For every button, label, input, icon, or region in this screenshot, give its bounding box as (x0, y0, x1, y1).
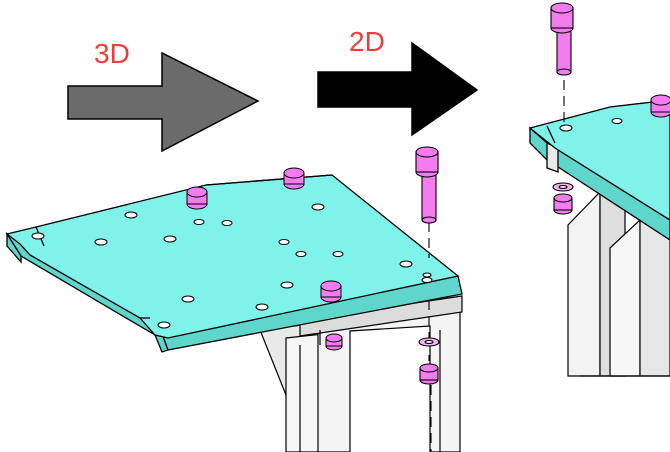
support-column-3d (259, 295, 463, 452)
bolt-head-icon (650, 94, 670, 118)
bolt-head-icon (320, 280, 342, 303)
plate-bolt-heads-2d (650, 94, 670, 118)
label-3d: 3D (94, 38, 130, 69)
bolt-head-icon (283, 167, 305, 190)
plate-bolt-heads-3d (186, 167, 343, 351)
exploded-bolt-3d (415, 146, 440, 452)
bolt-head-icon (186, 186, 208, 210)
label-2d: 2D (349, 26, 385, 57)
exploded-bolt-2d (550, 2, 574, 215)
arrow-3d-icon (67, 51, 260, 153)
nut-icon (325, 333, 343, 351)
support-column-2d (567, 190, 670, 377)
arrow-2d-icon (317, 41, 479, 137)
mounting-plate-2d (528, 99, 670, 241)
mounting-plate-3d (5, 174, 463, 353)
